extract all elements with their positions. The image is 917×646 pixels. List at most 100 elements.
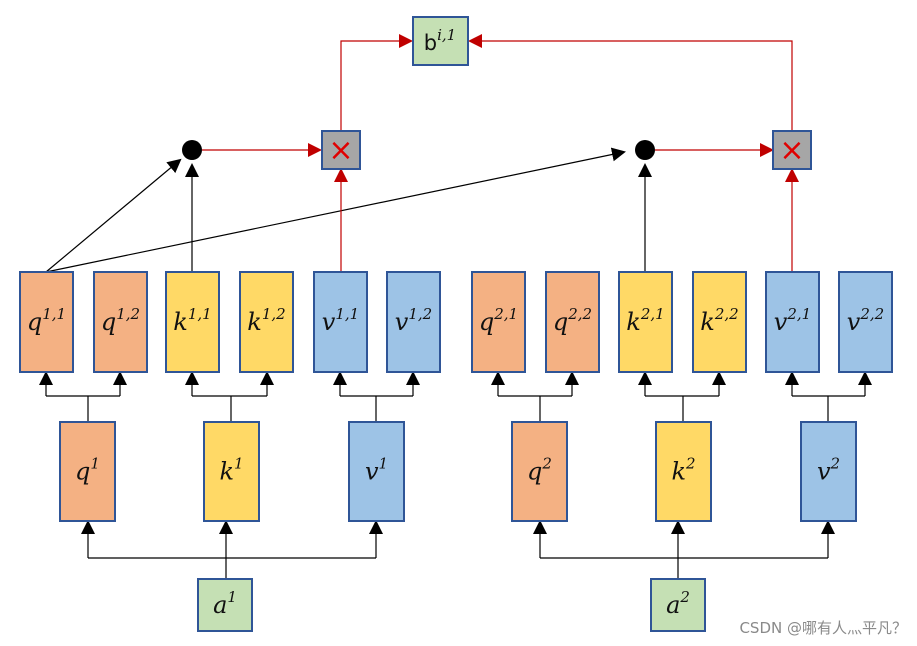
svg-text:k1,1: k1,1 (173, 305, 211, 336)
arrow-q11-dot2 (45, 147, 626, 273)
vector-label: q (27, 308, 42, 336)
vector-q-2-1-box: q2,1 (471, 271, 526, 373)
vector-superscript: 1,2 (116, 305, 140, 323)
vector-label: a (213, 591, 227, 619)
vector-label: v (395, 308, 409, 336)
vector-superscript: 2,1 (640, 305, 665, 323)
vector-superscript: 1 (379, 455, 389, 473)
vector-q-2-2-box: q2,2 (545, 271, 600, 373)
vector-superscript: 2 (541, 455, 552, 473)
svg-text:v1,1: v1,1 (322, 305, 359, 336)
vector-v-2-2-box: v2,2 (838, 271, 893, 373)
dot-product-node-1 (182, 140, 202, 160)
svg-text:v2: v2 (817, 455, 840, 486)
vector-label: q (75, 458, 90, 486)
vector-label: k (219, 458, 234, 486)
vector-v-1-1-box: v1,1 (313, 271, 368, 373)
vector-k-1-1-box: k1,1 (165, 271, 220, 373)
vector-a-2-box: a2 (650, 578, 706, 632)
connector-lines (39, 34, 872, 578)
vector-superscript: 2 (830, 455, 841, 473)
svg-text:k1,2: k1,2 (247, 305, 285, 336)
vector-superscript: 2,1 (786, 305, 811, 323)
svg-text:v2,2: v2,2 (847, 305, 884, 336)
output-label: b (424, 31, 437, 55)
svg-text:q1,2: q1,2 (101, 305, 140, 336)
vector-superscript: 1,2 (262, 305, 286, 323)
arrow-mult2-output (468, 34, 793, 131)
svg-text:a1: a1 (213, 588, 237, 619)
split-v2 (792, 395, 865, 422)
vector-v-1-box: v1 (348, 421, 405, 522)
vector-k-2-1-box: k2,1 (618, 271, 673, 373)
vector-superscript: 2 (679, 588, 690, 606)
vector-superscript: 1 (234, 455, 244, 473)
vector-k-1-box: k1 (203, 421, 260, 522)
vector-superscript: 2,2 (567, 305, 592, 323)
svg-text:q2,2: q2,2 (553, 305, 592, 336)
connector-a1-split (88, 557, 376, 578)
vector-label: k (700, 308, 715, 336)
vector-superscript: 1,2 (408, 305, 432, 323)
vector-label: k (671, 458, 686, 486)
vector-superscript: 2 (685, 455, 696, 473)
vector-a-1-box: a1 (197, 578, 253, 632)
vector-label: v (365, 458, 379, 486)
svg-text:a2: a2 (666, 588, 690, 619)
vector-v-2-box: v2 (800, 421, 857, 522)
vector-label: a (666, 591, 680, 619)
vector-label: q (101, 308, 116, 336)
vector-q-1-2-box: q1,2 (93, 271, 148, 373)
vector-superscript: 1 (227, 588, 237, 606)
svg-text:q2: q2 (527, 455, 552, 486)
svg-text:k2,2: k2,2 (700, 305, 738, 336)
vector-v-2-1-box: v2,1 (765, 271, 820, 373)
svg-text:k2,1: k2,1 (626, 305, 664, 336)
vector-k-2-box: k2 (655, 421, 712, 522)
connector-a2-split (540, 557, 828, 578)
vector-superscript: 1,1 (42, 305, 66, 323)
svg-text:v1,2: v1,2 (395, 305, 432, 336)
svg-text:q1,1: q1,1 (27, 305, 66, 336)
vector-superscript: 2,1 (493, 305, 518, 323)
svg-text:k1: k1 (219, 455, 243, 486)
vector-k-1-2-box: k1,2 (239, 271, 294, 373)
dot-product-node-2 (635, 140, 655, 160)
svg-text:v1: v1 (365, 455, 388, 486)
vector-label: v (774, 308, 788, 336)
multiply-node-1: × (321, 130, 361, 170)
vector-superscript: 1,1 (188, 305, 212, 323)
vector-label: q (553, 308, 568, 336)
vector-label: v (817, 458, 831, 486)
vector-label: k (626, 308, 641, 336)
svg-text:bi,1: bi,1 (424, 26, 456, 55)
vector-superscript: 1 (90, 455, 100, 473)
svg-text:q2,1: q2,1 (479, 305, 518, 336)
vector-label: q (479, 308, 494, 336)
output-b-box: bi,1 (412, 16, 469, 66)
split-k1 (192, 395, 267, 422)
arrow-q11-dot1 (45, 158, 182, 273)
vector-label: k (247, 308, 262, 336)
vector-superscript: 2,2 (859, 305, 884, 323)
multiply-symbol: × (779, 133, 804, 168)
svg-text:q1: q1 (75, 455, 100, 486)
split-v1 (340, 395, 413, 422)
vector-superscript: 2,2 (714, 305, 739, 323)
vector-label: k (173, 308, 188, 336)
vector-v-1-2-box: v1,2 (386, 271, 441, 373)
multiply-node-2: × (772, 130, 812, 170)
output-superscript: i,1 (437, 26, 456, 44)
vector-q-1-1-box: q1,1 (19, 271, 74, 373)
multiply-symbol: × (328, 133, 353, 168)
vector-q-1-box: q1 (59, 421, 116, 522)
vector-k-2-2-box: k2,2 (692, 271, 747, 373)
vector-q-2-box: q2 (511, 421, 568, 522)
watermark: CSDN @哪有⼈⺣平凡？ (739, 619, 907, 637)
vector-label: q (527, 458, 542, 486)
split-q1 (46, 395, 120, 422)
svg-text:v2,1: v2,1 (774, 305, 811, 336)
vector-label: v (322, 308, 336, 336)
vector-label: v (847, 308, 861, 336)
